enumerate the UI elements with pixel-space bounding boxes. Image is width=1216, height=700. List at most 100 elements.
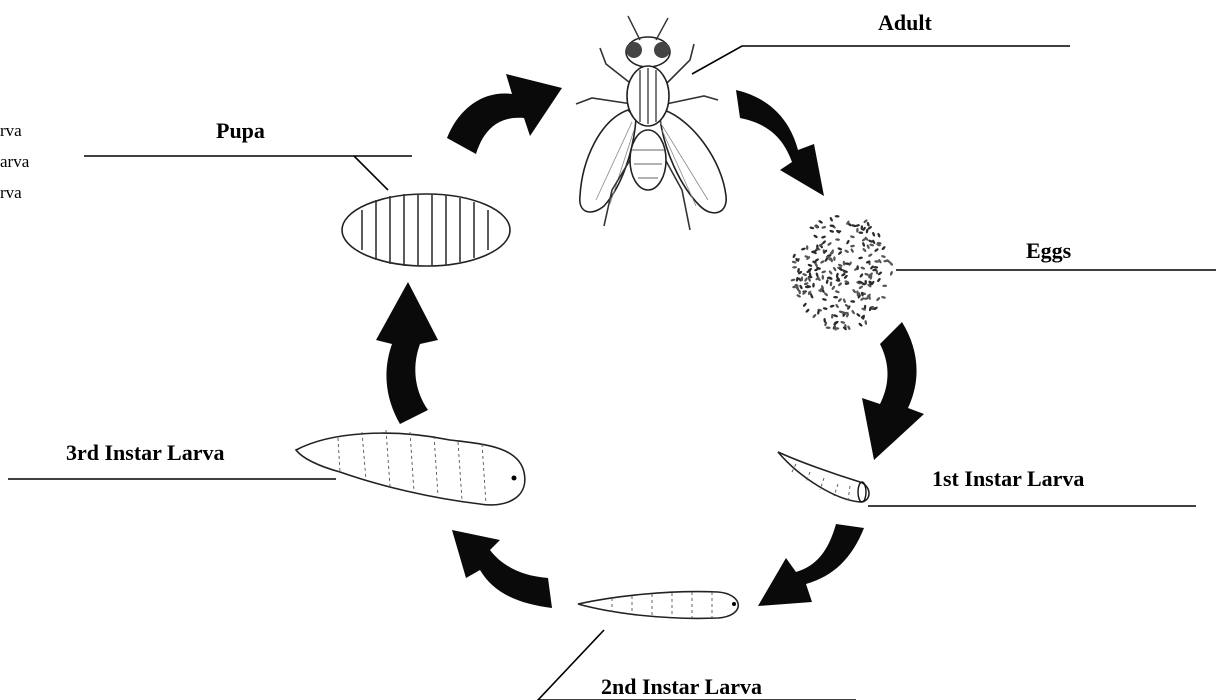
egg: [828, 270, 833, 275]
label-adult: Adult: [878, 10, 932, 35]
egg: [850, 300, 855, 303]
egg: [850, 248, 854, 253]
egg: [837, 298, 842, 303]
egg: [874, 248, 879, 253]
egg: [825, 279, 828, 284]
egg: [802, 273, 807, 277]
egg: [869, 243, 874, 247]
pupa-icon: [342, 194, 510, 266]
egg: [823, 307, 828, 310]
cutoff-text-line: arva: [0, 152, 30, 171]
egg: [837, 282, 842, 287]
egg: [859, 273, 864, 278]
cutoff-text-line: rva: [0, 121, 22, 140]
egg: [881, 296, 886, 300]
egg: [792, 253, 796, 258]
egg: [864, 297, 869, 300]
egg: [868, 239, 873, 243]
egg: [860, 266, 865, 270]
egg: [837, 251, 842, 256]
egg: [881, 246, 886, 251]
egg: [862, 247, 867, 252]
pupa-leader-line: [84, 156, 412, 190]
egg: [799, 284, 803, 289]
egg: [835, 290, 840, 294]
egg: [876, 297, 881, 302]
egg: [812, 283, 815, 288]
egg: [840, 320, 845, 324]
egg: [831, 314, 834, 319]
cycle-arrow-first-instar-to-second-instar: [758, 524, 864, 606]
egg: [882, 285, 887, 288]
egg: [822, 298, 827, 301]
egg: [835, 215, 840, 218]
egg: [856, 228, 859, 233]
egg: [850, 244, 855, 247]
cutoff-text-block: rva arva rva: [0, 121, 30, 202]
egg: [804, 277, 809, 282]
egg: [872, 232, 876, 237]
egg: [858, 322, 863, 327]
egg: [790, 278, 795, 282]
egg: [847, 325, 851, 330]
third-instar-larva-icon: [296, 430, 525, 505]
egg: [806, 245, 809, 250]
egg: [821, 235, 826, 239]
egg: [795, 277, 798, 282]
egg: [832, 266, 837, 271]
egg: [809, 226, 814, 230]
egg: [836, 272, 840, 277]
egg: [801, 247, 806, 251]
label-second-instar-larva: 2nd Instar Larva: [601, 674, 762, 699]
egg: [826, 326, 831, 329]
egg: [833, 296, 838, 298]
label-first-instar-larva: 1st Instar Larva: [932, 466, 1084, 491]
egg: [821, 275, 824, 280]
egg: [820, 260, 825, 264]
cycle-arrow-third-instar-to-pupa: [376, 282, 438, 424]
egg: [807, 263, 812, 267]
egg: [862, 242, 866, 247]
egg: [858, 231, 863, 234]
label-third-instar-larva: 3rd Instar Larva: [66, 440, 225, 465]
label-pupa: Pupa: [216, 118, 265, 143]
egg: [804, 282, 809, 286]
egg: [877, 271, 882, 276]
egg: [842, 298, 846, 303]
egg: [833, 314, 838, 318]
egg: [835, 303, 840, 308]
egg: [889, 271, 893, 276]
egg: [827, 242, 832, 247]
egg: [846, 239, 850, 244]
egg: [858, 285, 863, 290]
egg: [792, 266, 797, 269]
adult-leader-line: [692, 46, 1070, 74]
egg: [821, 270, 826, 274]
egg: [844, 249, 849, 253]
egg: [813, 234, 818, 239]
egg-cluster-icon: [790, 215, 893, 331]
cycle-arrow-pupa-to-adult: [447, 74, 562, 154]
egg: [866, 222, 870, 227]
egg: [802, 302, 807, 307]
cycle-arrow-adult-to-eggs: [736, 90, 824, 196]
egg: [852, 288, 857, 293]
egg: [829, 304, 834, 308]
egg: [868, 253, 873, 258]
egg: [837, 247, 842, 251]
cutoff-text-line: rva: [0, 183, 22, 202]
label-eggs: Eggs: [1026, 238, 1072, 263]
egg: [877, 233, 881, 238]
adult-fly-icon: [576, 16, 726, 230]
egg: [812, 313, 817, 318]
egg: [864, 320, 867, 325]
cycle-arrow-eggs-to-first-instar: [862, 322, 924, 460]
egg: [805, 308, 810, 313]
egg: [829, 229, 834, 233]
egg: [830, 281, 833, 286]
egg: [818, 220, 823, 225]
second-instar-larva-icon: [578, 592, 738, 619]
first-instar-larva-icon: [778, 452, 869, 502]
egg: [851, 309, 856, 314]
